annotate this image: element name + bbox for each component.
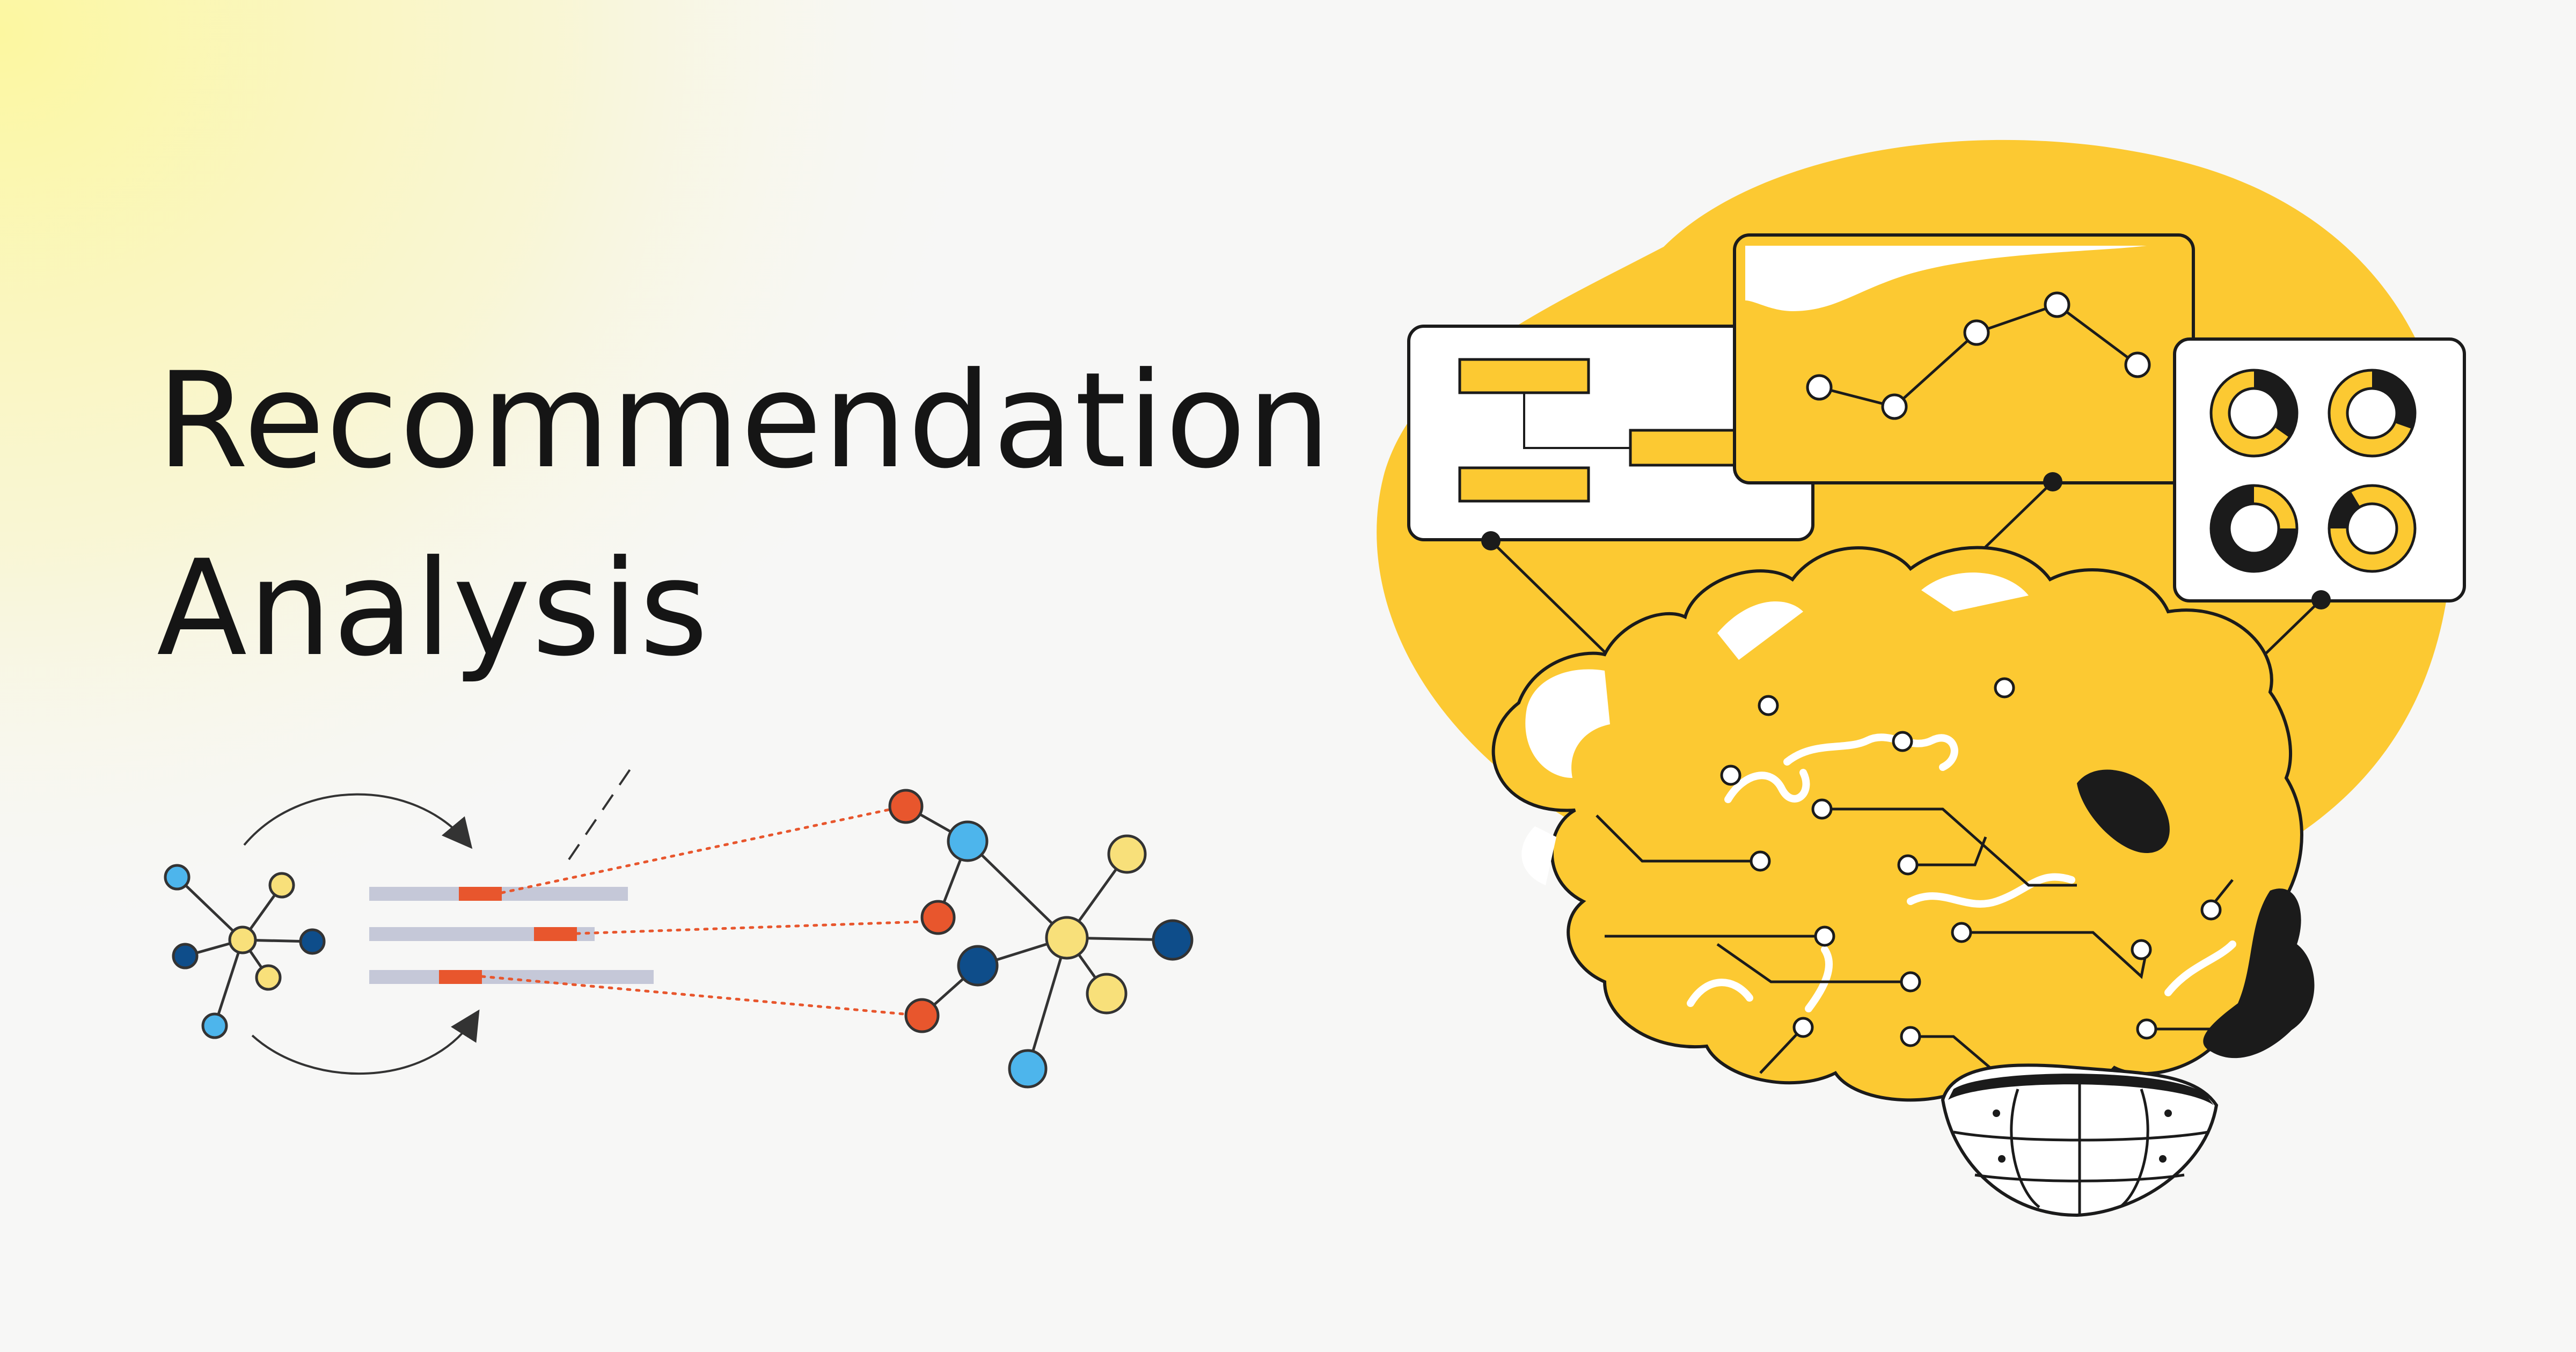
curved-arrow-icon	[243, 793, 473, 849]
network-recommendation-illustration	[164, 760, 1194, 1089]
title-line-2: Analysis	[157, 532, 709, 686]
donut-chart-card	[2173, 337, 2466, 609]
brain-circuit-illustration	[1377, 139, 2466, 1217]
small-node-cluster	[164, 864, 326, 1039]
title-line-1: Recommendation	[157, 344, 1332, 498]
globe-icon	[1941, 1063, 2219, 1217]
line-chart-card	[1733, 233, 2195, 491]
brain-icon	[1491, 546, 2315, 1217]
ranking-bars	[369, 887, 654, 984]
large-node-network	[888, 789, 1194, 1089]
curved-arrow-icon	[251, 1009, 480, 1075]
page-title: Recommendation Analysis	[157, 327, 1332, 703]
gantt-card	[1407, 325, 1814, 550]
